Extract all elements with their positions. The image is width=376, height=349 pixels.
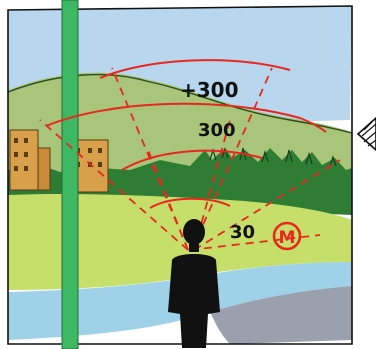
green-pole xyxy=(62,0,78,349)
distance-label-mid: 300 xyxy=(198,120,236,141)
metro-sign-letter: M xyxy=(279,228,296,248)
distance-label-far: +300 xyxy=(180,78,239,102)
distance-label-near: 30 xyxy=(230,222,255,243)
